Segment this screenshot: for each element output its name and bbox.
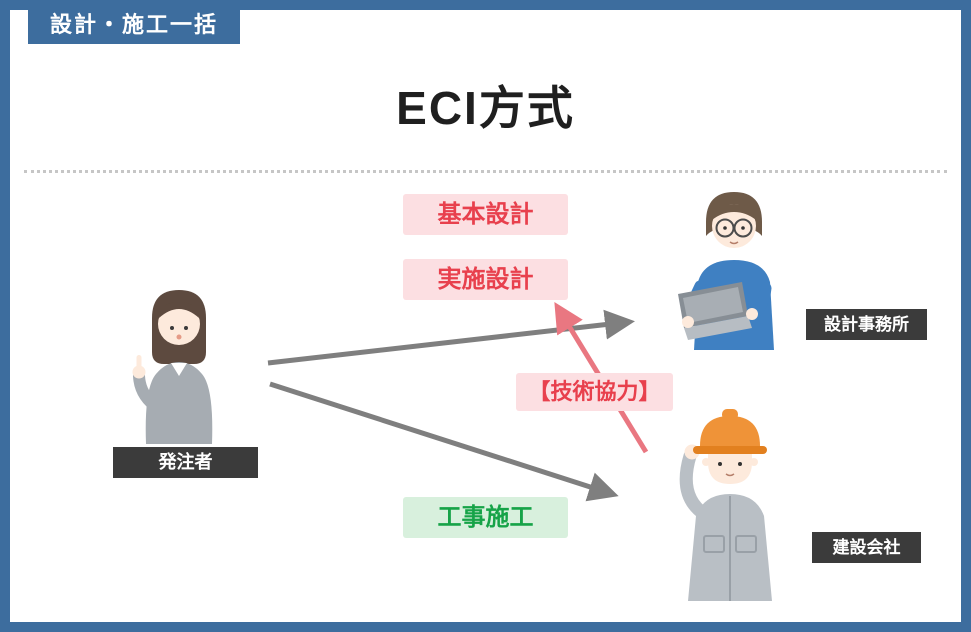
label-technical-cooperation: 【技術協力】 bbox=[516, 373, 673, 411]
client-person-icon bbox=[132, 290, 213, 444]
dotted-divider bbox=[24, 170, 947, 173]
design-office-person-icon bbox=[678, 192, 774, 350]
label-construction-work: 工事施工 bbox=[403, 497, 568, 538]
label-construction-company: 建設会社 bbox=[812, 532, 921, 563]
construction-worker-icon bbox=[679, 409, 772, 601]
category-badge: 設計・施工一括 bbox=[28, 6, 241, 44]
client-illustration bbox=[112, 276, 247, 444]
label-implementation-design: 実施設計 bbox=[403, 259, 568, 300]
label-client: 発注者 bbox=[113, 447, 258, 478]
page-title: ECI方式 bbox=[396, 82, 575, 134]
construction-company-illustration bbox=[648, 396, 813, 601]
design-office-illustration bbox=[648, 178, 813, 350]
label-design-office: 設計事務所 bbox=[806, 309, 927, 340]
label-basic-design: 基本設計 bbox=[403, 194, 568, 235]
